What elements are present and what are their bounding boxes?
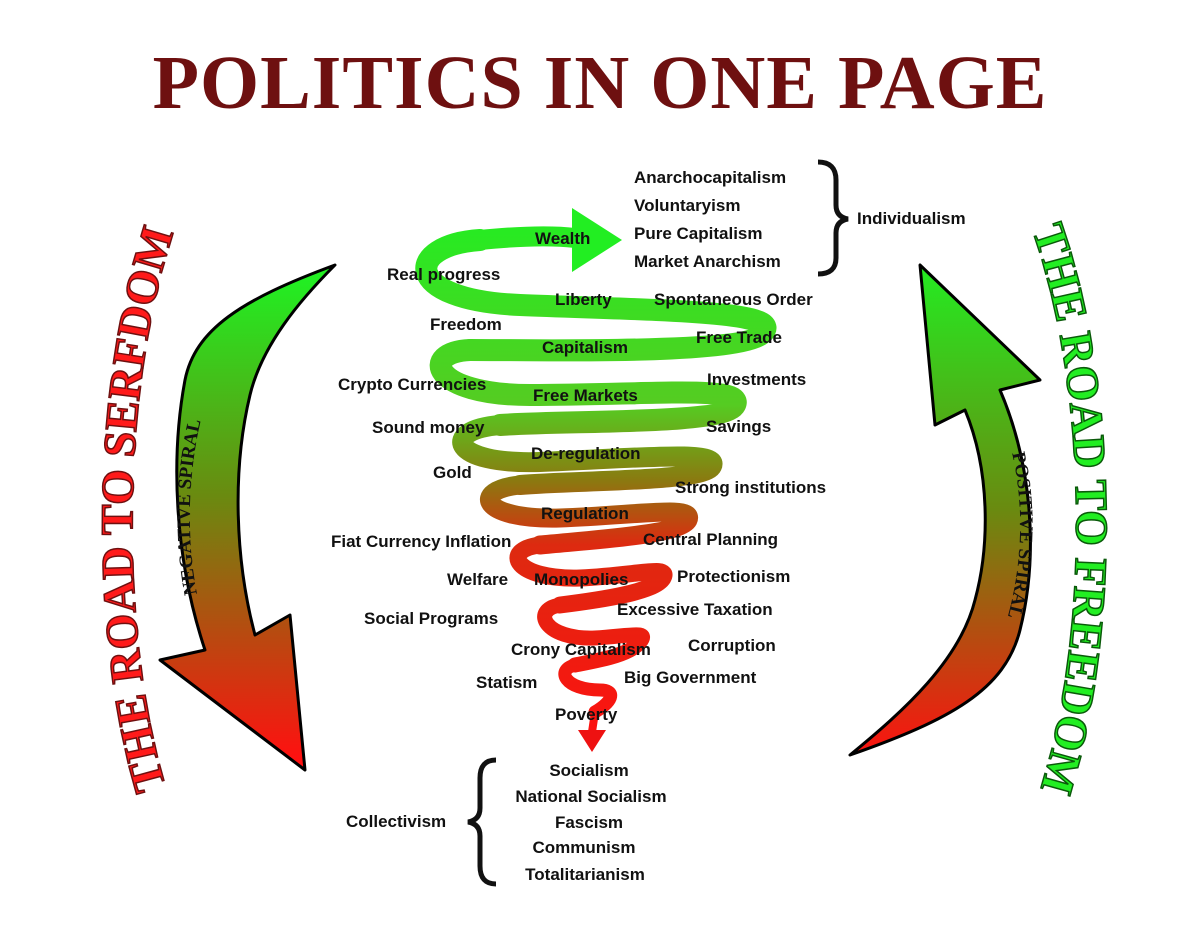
collectivism-item: National Socialism xyxy=(515,787,666,806)
label-investments: Investments xyxy=(707,370,806,389)
label-de-regulation: De-regulation xyxy=(531,444,641,463)
collectivism-item: Totalitarianism xyxy=(525,865,645,884)
individualism-item: Anarchocapitalism xyxy=(634,168,786,187)
label-welfare: Welfare xyxy=(447,570,508,589)
collectivism-item: Socialism xyxy=(549,761,628,780)
road-to-freedom-text: THE ROAD TO FREEDOM xyxy=(1023,217,1118,800)
label-sound-money: Sound money xyxy=(372,418,485,437)
label-regulation: Regulation xyxy=(541,504,629,523)
individualism-label: Individualism xyxy=(857,209,966,228)
label-gold: Gold xyxy=(433,463,472,482)
spiral-labels: Wealth Real progress Liberty Spontaneous… xyxy=(331,229,826,724)
collectivism-label: Collectivism xyxy=(346,812,446,831)
collectivism-brace xyxy=(467,757,497,887)
label-central-planning: Central Planning xyxy=(643,530,778,549)
individualism-item: Market Anarchism xyxy=(634,252,781,271)
individualism-item: Voluntaryism xyxy=(634,196,740,215)
road-to-serfdom-path: THE ROAD TO SERFDOM xyxy=(91,220,184,799)
individualism-group: Anarchocapitalism Voluntaryism Pure Capi… xyxy=(634,159,966,277)
label-monopolies: Monopolies xyxy=(534,570,628,589)
spiral-bottom-arrowhead xyxy=(578,730,606,752)
label-crony-capitalism: Crony Capitalism xyxy=(511,640,651,659)
label-big-government: Big Government xyxy=(624,668,757,687)
spiral-top-arrowhead xyxy=(572,208,622,272)
label-corruption: Corruption xyxy=(688,636,776,655)
label-fiat-currency-inflation: Fiat Currency Inflation xyxy=(331,532,511,551)
road-to-serfdom-text: THE ROAD TO SERFDOM xyxy=(91,220,183,797)
label-spontaneous-order: Spontaneous Order xyxy=(654,290,813,309)
collectivism-item: Communism xyxy=(533,838,636,857)
label-protectionism: Protectionism xyxy=(677,567,790,586)
label-real-progress: Real progress xyxy=(387,265,500,284)
label-free-trade: Free Trade xyxy=(696,328,782,347)
label-poverty: Poverty xyxy=(555,705,618,724)
label-crypto-currencies: Crypto Currencies xyxy=(338,375,486,394)
label-savings: Savings xyxy=(706,417,771,436)
negative-spiral-arrow xyxy=(158,263,337,772)
road-to-freedom-path: THE ROAD TO FREEDOM xyxy=(1022,216,1118,801)
label-capitalism: Capitalism xyxy=(542,338,628,357)
collectivism-group: Collectivism Socialism National Socialis… xyxy=(346,757,667,887)
label-wealth: Wealth xyxy=(535,229,590,248)
positive-spiral-arrow xyxy=(848,263,1042,757)
individualism-item: Pure Capitalism xyxy=(634,224,763,243)
spiral-ribbon xyxy=(415,226,777,736)
page-title: POLITICS IN ONE PAGE xyxy=(152,41,1048,125)
label-strong-institutions: Strong institutions xyxy=(675,478,826,497)
label-freedom: Freedom xyxy=(430,315,502,334)
collectivism-item: Fascism xyxy=(555,813,623,832)
label-free-markets: Free Markets xyxy=(533,386,638,405)
label-social-programs: Social Programs xyxy=(364,609,498,628)
label-liberty: Liberty xyxy=(555,290,612,309)
label-statism: Statism xyxy=(476,673,537,692)
label-excessive-taxation: Excessive Taxation xyxy=(617,600,773,619)
individualism-brace xyxy=(817,159,849,277)
